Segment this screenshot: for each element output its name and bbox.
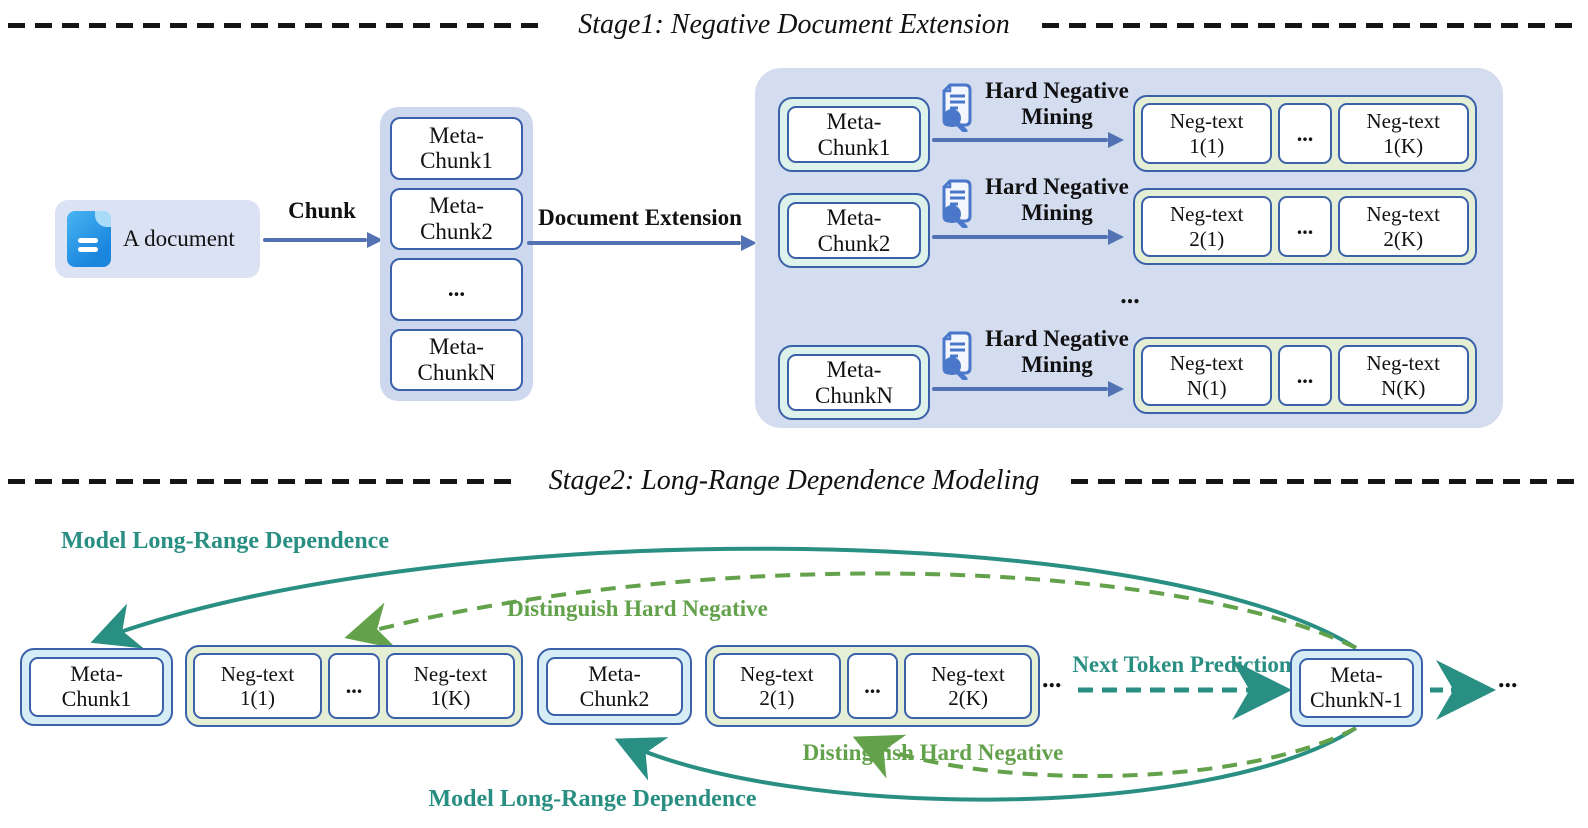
distinguish-hard-negative-top-label: Distinguish Hard Negative	[507, 596, 768, 621]
model-long-range-top-label: Model Long-Range Dependence	[61, 528, 389, 554]
hard-negative-mining-icon	[942, 83, 972, 132]
neg-text-box: Neg-text 2(K)	[1337, 196, 1469, 257]
hard-negative-mining-label: Hard Negative Mining	[985, 78, 1129, 129]
neg-text-box: Neg-text 2(K)	[904, 653, 1032, 719]
seq-meta-chunk1-box: Meta- Chunk1	[20, 648, 173, 726]
meta-chunkN-label: Meta- ChunkN	[787, 354, 921, 411]
neg-text-box: Neg-text 1(K)	[386, 653, 515, 719]
extension-container: Meta- Chunk1 Hard Negative Mining Neg-te…	[755, 68, 1503, 428]
document-extension-label: Document Extension	[538, 205, 742, 230]
neg-text-box: Neg-text N(1)	[1141, 345, 1273, 406]
neg-text-box: Neg-text 1(K)	[1337, 103, 1469, 164]
next-token-prediction-label: Next Token Prediction	[1072, 652, 1292, 677]
neg-text-ellipsis: ...	[327, 653, 381, 719]
dashed-line-left	[8, 478, 517, 484]
neg-text-ellipsis: ...	[1278, 103, 1332, 164]
document-label: A document	[123, 226, 235, 251]
mining-arrow	[932, 132, 1124, 148]
neg-text-box: Neg-text 2(1)	[713, 653, 841, 719]
stage1-title: Stage1: Negative Document Extension	[578, 9, 1010, 40]
seq-meta-chunk1-label: Meta- Chunk1	[29, 657, 164, 717]
distinguish-hard-negative-bottom-label: Distinguish Hard Negative	[802, 740, 1064, 765]
mining-arrow	[932, 229, 1124, 245]
hard-negative-mining-label: Hard Negative Mining	[985, 174, 1129, 225]
seq-meta-chunk2-label: Meta- Chunk2	[546, 657, 683, 716]
arrow-shaft	[932, 138, 1108, 142]
stage2-title: Stage2: Long-Range Dependence Modeling	[548, 465, 1040, 496]
mining-arrow	[932, 381, 1124, 397]
chunk-arrow-label: Chunk	[288, 198, 356, 223]
arrow-head	[1108, 381, 1124, 397]
seq-neg-text-group-1: Neg-text 1(1) ... Neg-text 1(K)	[185, 645, 523, 727]
hard-negative-mining-icon	[942, 179, 972, 228]
arrow-shaft	[932, 387, 1108, 391]
meta-chunk1-label: Meta- Chunk1	[787, 106, 921, 163]
arrow-shaft	[527, 241, 741, 245]
meta-chunk2-label: Meta- Chunk2	[787, 202, 921, 259]
neg-text-group-N: Neg-text N(1) ... Neg-text N(K)	[1133, 337, 1477, 414]
meta-chunk-stack: Meta- Chunk1 Meta- Chunk2 ... Meta- Chun…	[380, 107, 533, 401]
model-long-range-bottom-label: Model Long-Range Dependence	[428, 786, 757, 812]
sequence-ellipsis-mid: ...	[1042, 664, 1062, 693]
meta-chunkN-box: Meta- ChunkN	[778, 345, 930, 420]
dashed-line-right	[1071, 478, 1581, 484]
seq-meta-chunkN1-label: Meta- ChunkN-1	[1299, 658, 1414, 718]
arrow-head	[1108, 229, 1124, 245]
document-icon	[67, 211, 111, 267]
arrow-head	[1108, 132, 1124, 148]
document-extension-arrow	[527, 235, 757, 251]
neg-text-ellipsis: ...	[846, 653, 899, 719]
meta-chunk-box: Meta- Chunk2	[390, 187, 523, 250]
neg-text-ellipsis: ...	[1278, 345, 1332, 406]
arrow-shaft	[263, 238, 367, 242]
neg-text-box: Neg-text 1(1)	[1141, 103, 1273, 164]
meta-chunk2-box: Meta- Chunk2	[778, 193, 930, 268]
arrow-head	[367, 232, 383, 248]
document-box: A document	[55, 200, 260, 278]
arrow-head	[741, 235, 757, 251]
stage1-divider: Stage1: Negative Document Extension	[8, 6, 1581, 44]
chunk-arrow	[263, 232, 383, 248]
meta-chunk1-box: Meta- Chunk1	[778, 97, 930, 172]
neg-text-group-2: Neg-text 2(1) ... Neg-text 2(K)	[1133, 188, 1477, 265]
neg-text-box: Neg-text 2(1)	[1141, 196, 1273, 257]
neg-text-box: Neg-text 1(1)	[193, 653, 322, 719]
meta-chunk-box: Meta- Chunk1	[390, 117, 523, 180]
seq-meta-chunk2-box: Meta- Chunk2	[537, 648, 692, 725]
seq-meta-chunkN1-box: Meta- ChunkN-1	[1290, 649, 1423, 727]
hard-negative-mining-label: Hard Negative Mining	[985, 326, 1129, 377]
neg-text-group-1: Neg-text 1(1) ... Neg-text 1(K)	[1133, 95, 1477, 172]
stage2-divider: Stage2: Long-Range Dependence Modeling	[8, 462, 1581, 500]
rows-ellipsis: ...	[1120, 280, 1140, 309]
meta-chunk-box: Meta- ChunkN	[390, 328, 523, 391]
arrow-shaft	[932, 235, 1108, 239]
neg-text-ellipsis: ...	[1278, 196, 1332, 257]
dashed-line-right	[1041, 22, 1581, 28]
seq-neg-text-group-2: Neg-text 2(1) ... Neg-text 2(K)	[705, 645, 1040, 727]
dashed-line-left	[8, 22, 547, 28]
neg-text-box: Neg-text N(K)	[1337, 345, 1469, 406]
meta-chunk-ellipsis-box: ...	[390, 258, 523, 321]
sequence-ellipsis-end: ...	[1498, 664, 1518, 693]
hard-negative-mining-icon	[942, 331, 972, 380]
